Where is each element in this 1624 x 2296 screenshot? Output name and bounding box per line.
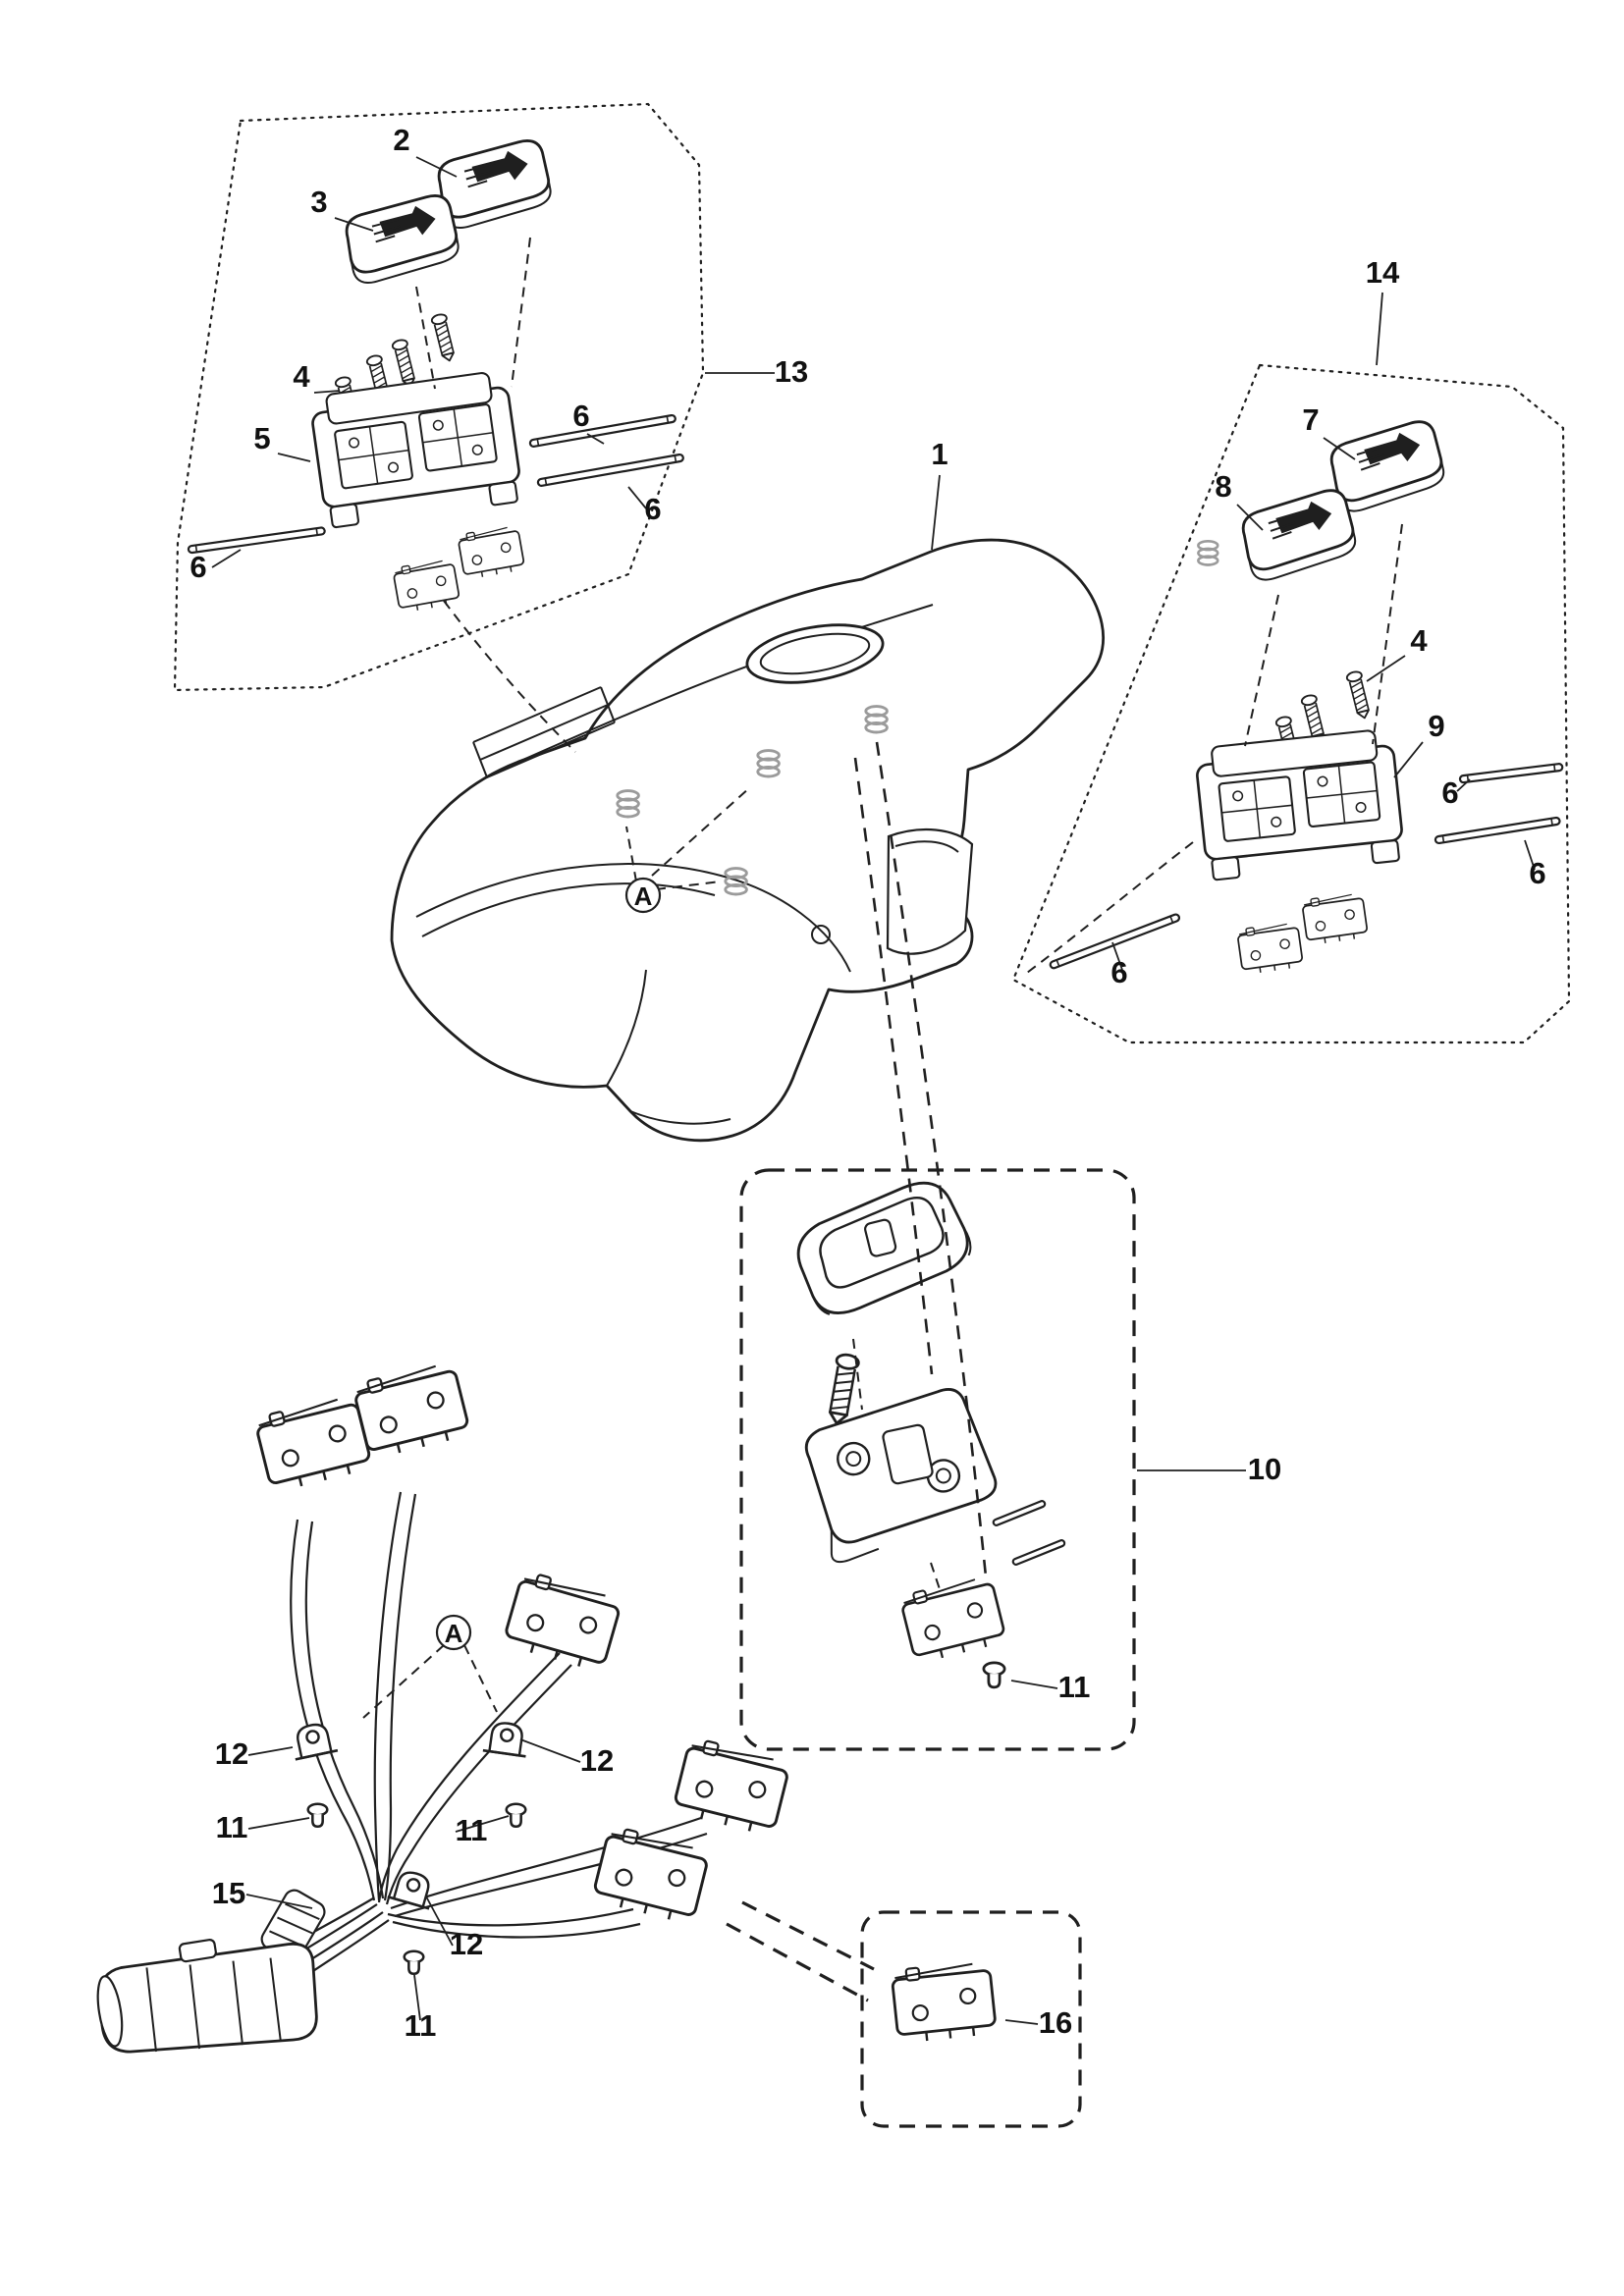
callout-part-12-b: 12 — [580, 1743, 614, 1778]
microswitch — [590, 1823, 712, 1927]
switch-group-14 — [1049, 417, 1564, 977]
microswitch — [1235, 920, 1305, 977]
callout-part-1: 1 — [931, 437, 947, 471]
callout-part-7: 7 — [1302, 402, 1319, 437]
rod-6 — [1434, 816, 1561, 845]
microswitch — [351, 1358, 473, 1462]
rod-6 — [1458, 763, 1564, 784]
reference-marker-label: A — [634, 881, 653, 911]
callout-part-6-b: 6 — [644, 492, 661, 526]
microswitch — [252, 1391, 375, 1495]
callout-part-3: 3 — [310, 185, 327, 219]
construction-lines — [362, 237, 1403, 2002]
microswitch — [456, 523, 526, 581]
harness-connector — [96, 1939, 318, 2054]
rivet-11 — [306, 1802, 329, 1828]
switch-housing-9 — [1193, 726, 1407, 882]
wiring-harness-15 — [96, 1358, 792, 2054]
cowl-cover-1 — [390, 538, 1106, 1143]
callout-leaders — [211, 156, 1536, 2025]
callout-part-4-left: 4 — [293, 359, 310, 394]
microswitch — [501, 1569, 624, 1675]
microswitch — [391, 557, 461, 614]
callout-part-6-a: 6 — [572, 399, 589, 433]
rivet-11 — [403, 1949, 425, 1975]
callout-part-11-a: 11 — [216, 1810, 248, 1844]
screw — [824, 1352, 861, 1427]
rod-6 — [187, 526, 326, 555]
callout-part-2: 2 — [393, 123, 409, 157]
rod-6 — [528, 413, 677, 448]
switch-group-13 — [187, 137, 684, 614]
screw-4 — [1344, 668, 1374, 721]
callout-part-15: 15 — [212, 1876, 245, 1910]
switch-housing-5 — [307, 368, 525, 530]
microswitch-10 — [897, 1573, 1008, 1666]
screw-4 — [429, 311, 459, 364]
reference-marker-a-2: A — [435, 1614, 472, 1651]
callout-part-11-r10: 11 — [1058, 1670, 1091, 1704]
callout-labels: 2 3 4 5 6 6 13 6 1 14 7 8 4 9 6 6 6 10 1… — [189, 123, 1545, 2043]
microswitch-16 — [890, 1958, 999, 2046]
cowl-oval-slot — [745, 623, 885, 684]
callout-part-6-f: 6 — [1110, 955, 1127, 989]
microswitch — [1300, 890, 1370, 947]
callout-part-11-b: 11 — [456, 1813, 488, 1847]
rivet-11 — [505, 1802, 527, 1828]
switch-cap-3 — [342, 192, 462, 287]
callout-part-5: 5 — [253, 421, 270, 455]
callout-part-12-a: 12 — [215, 1736, 248, 1771]
callout-part-4-right: 4 — [1410, 623, 1428, 658]
callout-part-13: 13 — [775, 354, 808, 389]
rod-6 — [1049, 913, 1181, 970]
switch-cap-8 — [1237, 486, 1361, 584]
callout-part-8: 8 — [1215, 469, 1231, 504]
screw-4 — [390, 337, 419, 390]
rod-6 — [536, 453, 684, 487]
harness-wires — [248, 1491, 708, 2000]
region-14-boundary — [1011, 363, 1571, 1044]
callout-part-12-c: 12 — [450, 1927, 483, 1961]
region-13-boundary — [173, 102, 705, 692]
callout-part-9: 9 — [1428, 709, 1444, 743]
reference-marker-label: A — [445, 1619, 463, 1648]
callout-part-10: 10 — [1248, 1452, 1281, 1486]
region-16-boundary — [860, 1910, 1082, 2128]
callout-part-11-c: 11 — [405, 2008, 437, 2043]
callout-part-6-d: 6 — [1441, 775, 1458, 810]
switch-cap-2 — [434, 137, 555, 232]
pin — [1011, 1539, 1066, 1566]
spring-clip-icon — [1197, 539, 1219, 566]
callout-part-6-e: 6 — [1529, 856, 1545, 890]
reference-marker-a-1: A — [624, 877, 662, 914]
callout-part-16: 16 — [1039, 2005, 1072, 2040]
grommet-11 — [982, 1661, 1006, 1689]
mounting-plate — [804, 1388, 998, 1564]
rocker-switch-knob — [796, 1181, 972, 1315]
switch-assembly-10 — [796, 1181, 1066, 1689]
callout-part-14: 14 — [1366, 255, 1400, 290]
pin — [992, 1500, 1047, 1526]
callout-part-6-c: 6 — [189, 550, 206, 584]
